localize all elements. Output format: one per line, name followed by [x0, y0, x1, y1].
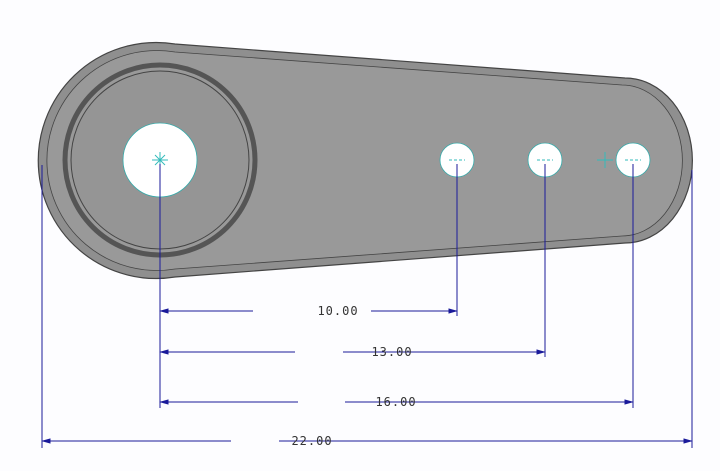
- dimension-13[interactable]: [159, 349, 546, 355]
- dimension-label: 22.00: [291, 434, 332, 448]
- dimension-22[interactable]: [41, 438, 693, 444]
- center-mark-icon: [597, 152, 641, 168]
- dimension-label: 10.00: [317, 304, 358, 318]
- dimension-label: 13.00: [371, 345, 412, 359]
- center-marks: [152, 152, 641, 168]
- center-mark-icon: [152, 152, 168, 168]
- dimension-16[interactable]: [159, 399, 634, 405]
- dimension-label: 16.00: [375, 395, 416, 409]
- servo-horn-part: [37, 41, 693, 280]
